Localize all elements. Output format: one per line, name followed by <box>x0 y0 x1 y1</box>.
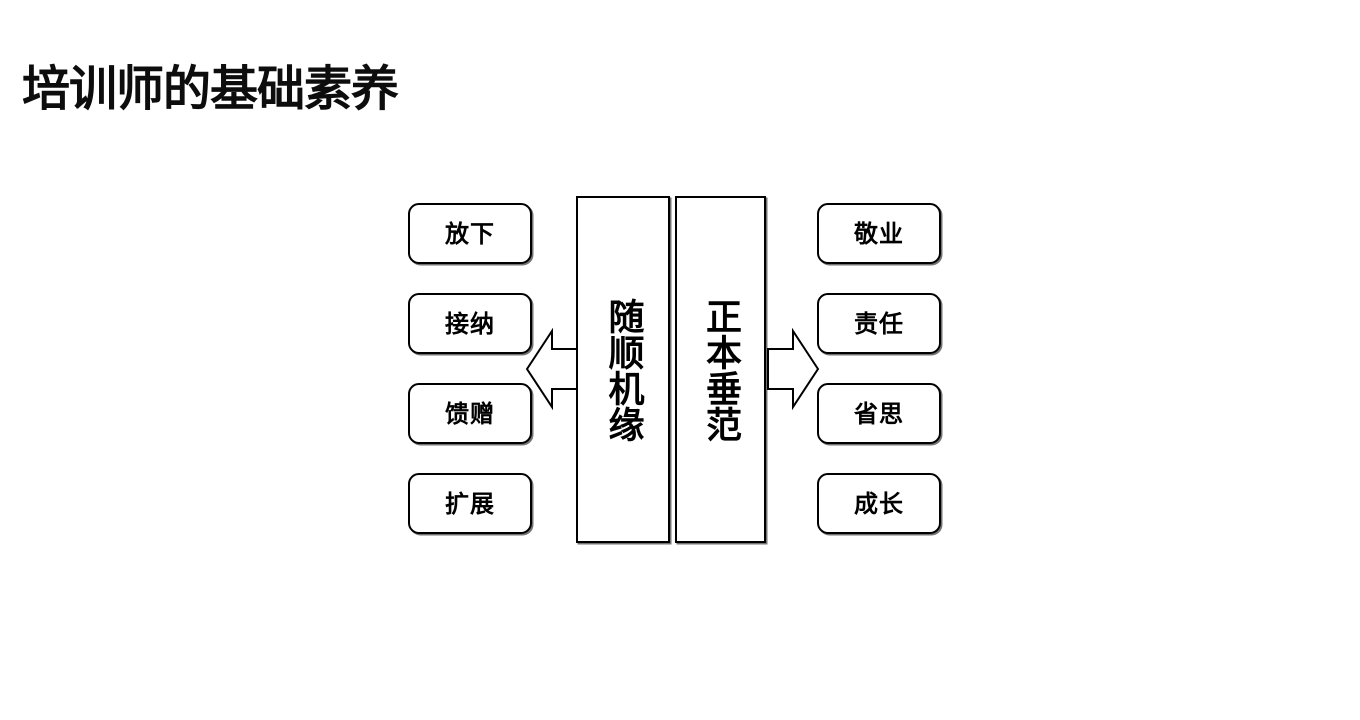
left-item-3-label: 馈赠 <box>445 399 495 428</box>
arrow-right-icon <box>767 328 820 410</box>
left-item-3[interactable]: 馈赠 <box>408 383 532 444</box>
left-item-4[interactable]: 扩展 <box>408 473 532 534</box>
right-item-3[interactable]: 省思 <box>817 383 941 444</box>
right-item-2-label: 责任 <box>854 309 904 338</box>
center-pillar-left[interactable]: 随顺机缘 <box>576 196 670 543</box>
center-pillar-right-label: 正本垂范 <box>700 297 741 442</box>
left-item-1-label: 放下 <box>445 219 495 248</box>
left-item-2[interactable]: 接纳 <box>408 293 532 354</box>
left-item-2-label: 接纳 <box>445 309 495 338</box>
right-item-3-label: 省思 <box>854 399 904 428</box>
right-item-1-label: 敬业 <box>854 219 904 248</box>
center-pillar-right[interactable]: 正本垂范 <box>675 196 766 543</box>
page-title: 培训师的基础素养 <box>22 61 399 117</box>
arrow-left-icon <box>525 328 578 410</box>
right-item-2[interactable]: 责任 <box>817 293 941 354</box>
center-pillar-left-label: 随顺机缘 <box>602 297 644 442</box>
left-item-1[interactable]: 放下 <box>408 203 532 264</box>
left-item-4-label: 扩展 <box>445 489 495 518</box>
right-item-4[interactable]: 成长 <box>817 473 941 534</box>
right-item-1[interactable]: 敬业 <box>817 203 941 264</box>
right-item-4-label: 成长 <box>854 489 904 518</box>
